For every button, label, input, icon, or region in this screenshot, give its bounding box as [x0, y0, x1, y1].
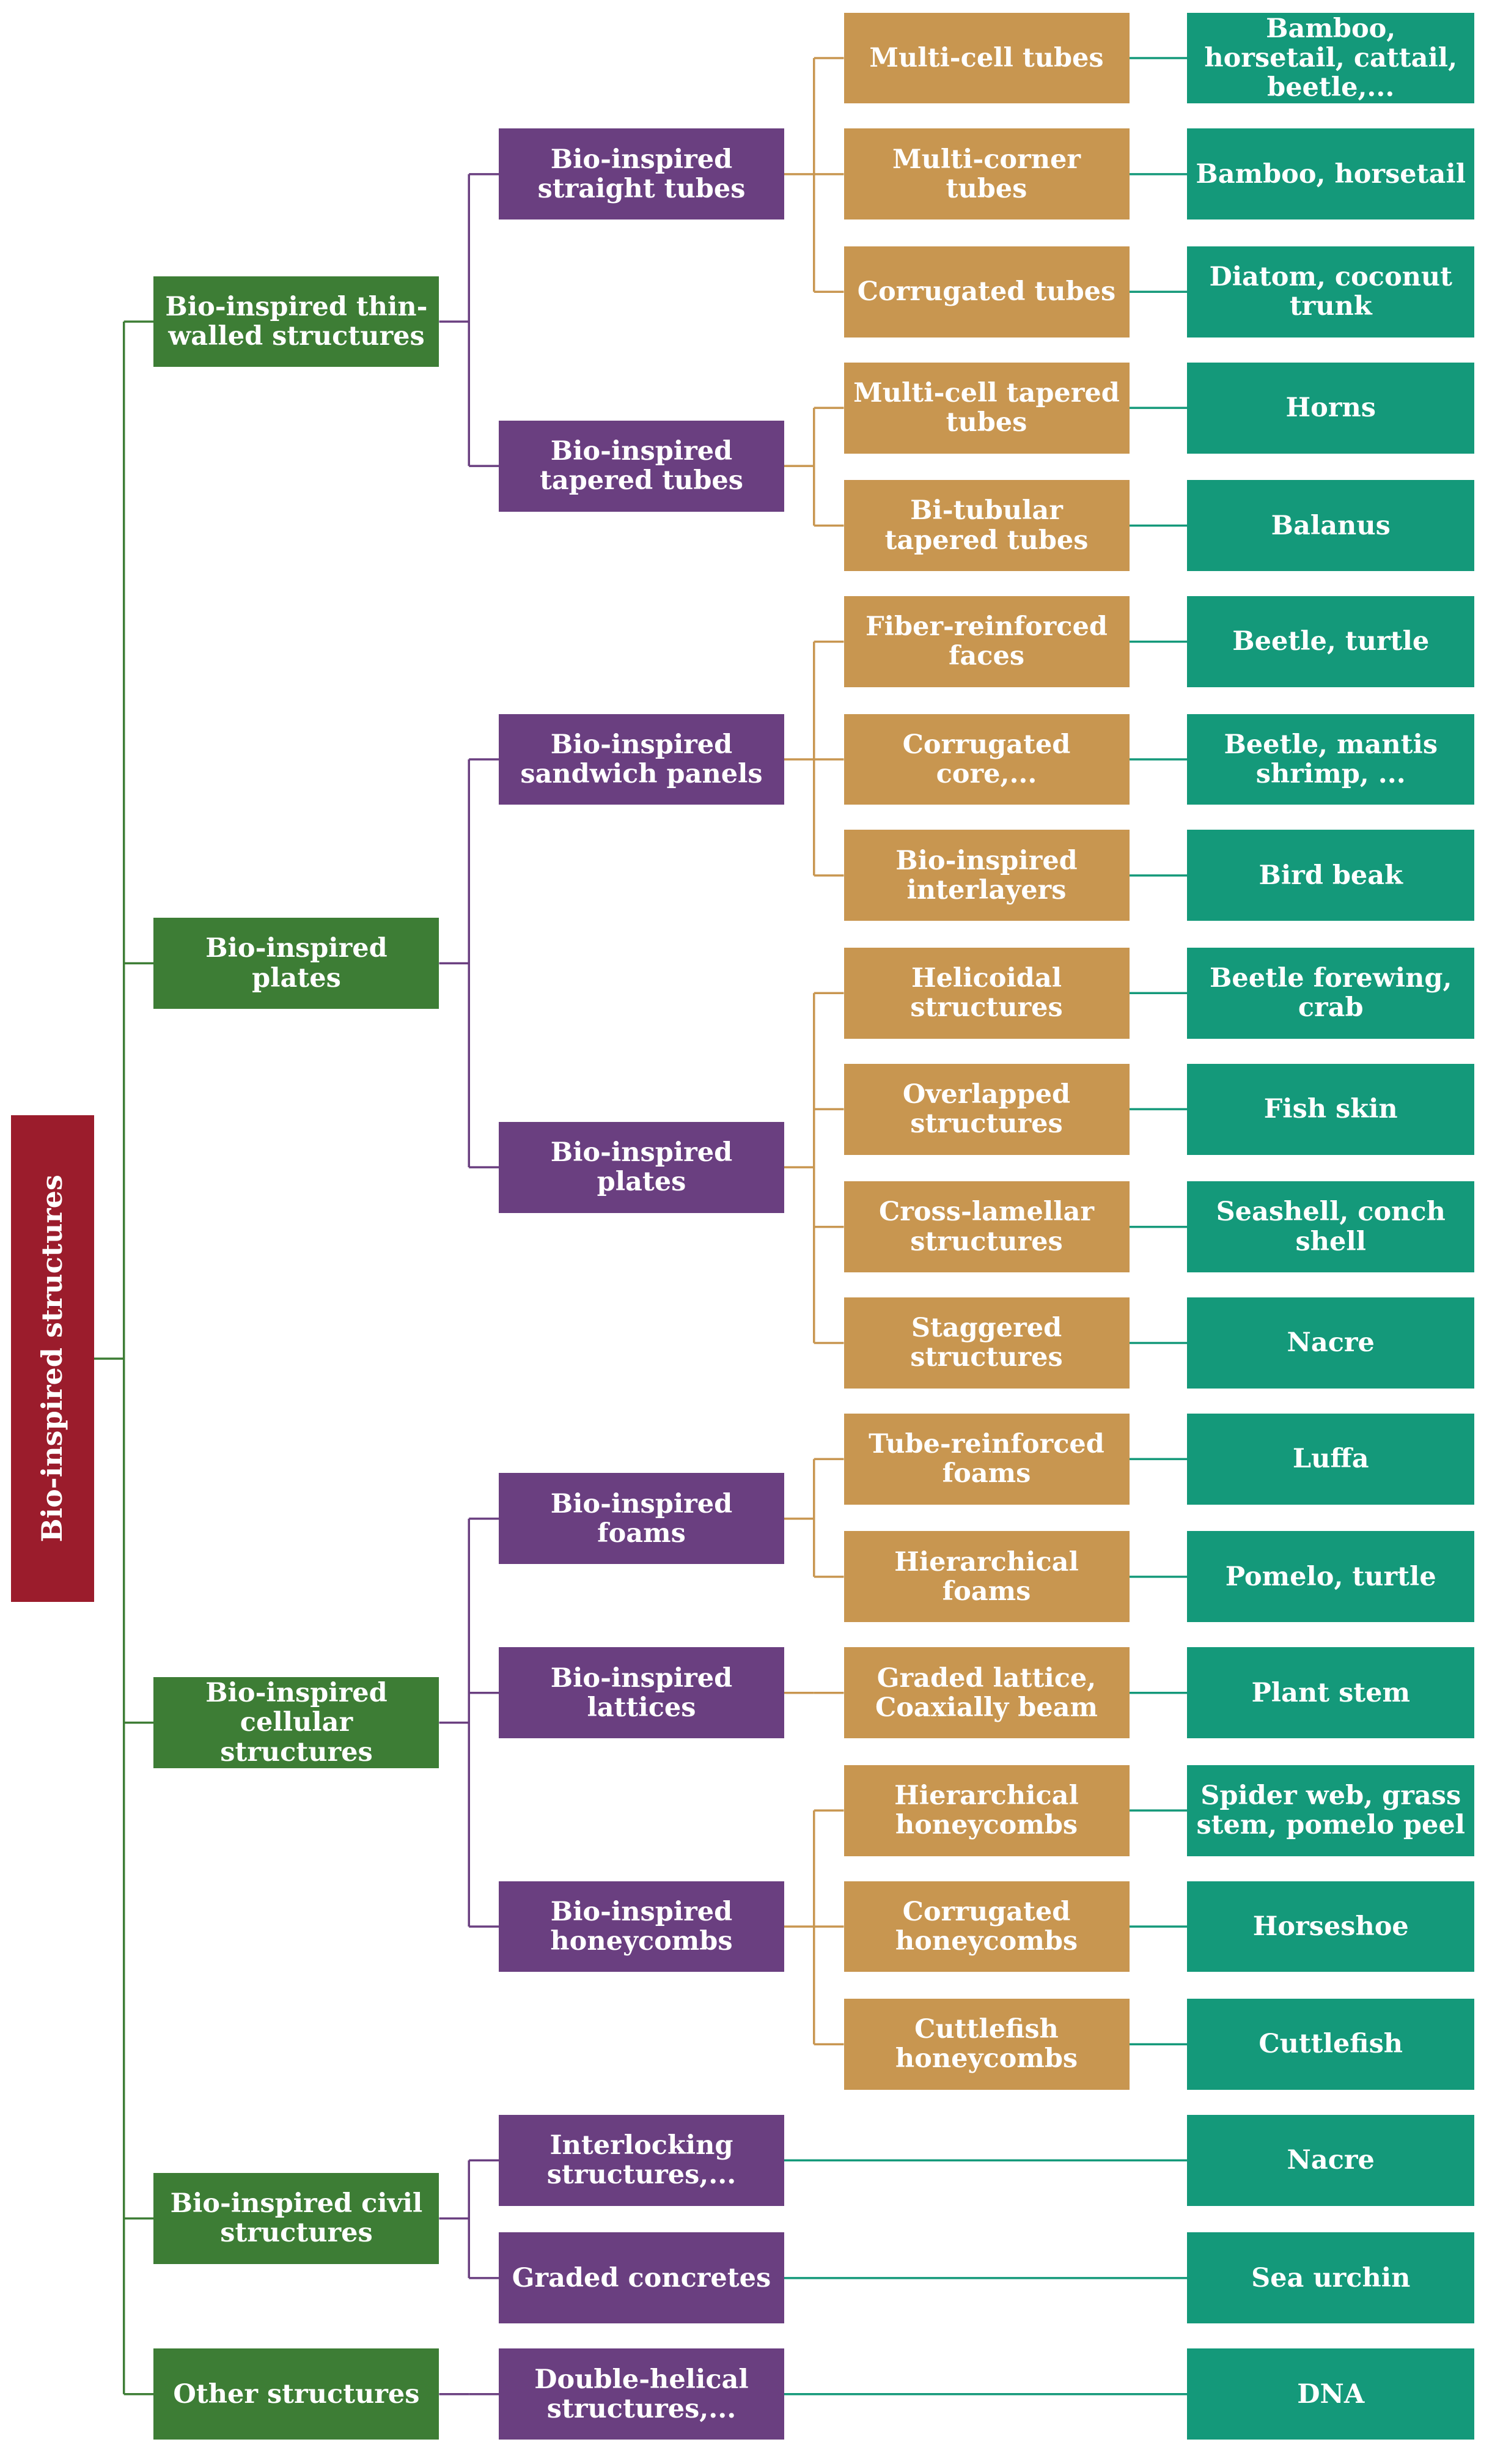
root-node: Bio-inspired structures: [10, 1115, 94, 1602]
source-horseshoe: Horseshoe: [1187, 1881, 1475, 1972]
source-spider-web-grass-pomelo: Spider web, grass stem, pomelo peel: [1187, 1765, 1475, 1856]
category-plates: Bio-inspired plates: [153, 918, 439, 1009]
source-sea-urchin: Sea urchin: [1187, 2232, 1475, 2324]
source-plant-stem: Plant stem: [1187, 1647, 1475, 1739]
type-cross-lamellar: Cross-lamellar structures: [843, 1181, 1130, 1272]
subcategory-interlocking: Interlocking structures,...: [498, 2114, 784, 2206]
type-interlayers: Bio-inspired interlayers: [843, 830, 1130, 921]
source-bamboo-horsetail-cattail: Bamboo, horsetail, cattail, beetle,...: [1187, 12, 1475, 104]
subcategory-straight-tubes: Bio-inspired straight tubes: [498, 128, 784, 220]
category-thin-walled: Bio-inspired thin-walled structures: [153, 276, 439, 367]
category-other: Other structures: [153, 2348, 439, 2440]
source-bamboo-horsetail: Bamboo, horsetail: [1187, 128, 1475, 220]
type-graded-lattice: Graded lattice, Coaxially beam: [843, 1647, 1130, 1739]
type-staggered: Staggered structures: [843, 1297, 1130, 1389]
source-pomelo-turtle: Pomelo, turtle: [1187, 1531, 1475, 1623]
source-balanus: Balanus: [1187, 480, 1475, 571]
type-corrugated-tubes: Corrugated tubes: [843, 246, 1130, 338]
type-hierarchical-foams: Hierarchical foams: [843, 1531, 1130, 1623]
source-beetle-forewing-crab: Beetle forewing, crab: [1187, 947, 1475, 1039]
type-hierarchical-honeycombs: Hierarchical honeycombs: [843, 1765, 1130, 1856]
source-fish-skin: Fish skin: [1187, 1063, 1475, 1155]
type-fiber-reinforced-faces: Fiber-reinforced faces: [843, 596, 1130, 687]
source-beetle-mantis-shrimp: Beetle, mantis shrimp, ...: [1187, 714, 1475, 805]
source-horns: Horns: [1187, 362, 1475, 454]
subcategory-lattices: Bio-inspired lattices: [498, 1647, 784, 1739]
source-bird-beak: Bird beak: [1187, 830, 1475, 921]
type-tube-reinforced-foams: Tube-reinforced foams: [843, 1413, 1130, 1505]
type-multi-corner-tubes: Multi-corner tubes: [843, 128, 1130, 220]
subcategory-tapered-tubes: Bio-inspired tapered tubes: [498, 420, 784, 512]
root-label: Bio-inspired structures: [35, 1175, 69, 1543]
type-corrugated-core: Corrugated core,...: [843, 714, 1130, 805]
source-seashell-conch: Seashell, conch shell: [1187, 1181, 1475, 1272]
category-cellular: Bio-inspired cellular structures: [153, 1677, 439, 1768]
subcategory-double-helical: Double-helical structures,...: [498, 2348, 784, 2440]
type-multi-cell-tapered-tubes: Multi-cell tapered tubes: [843, 362, 1130, 454]
source-cuttlefish: Cuttlefish: [1187, 1999, 1475, 2090]
source-diatom-coconut: Diatom, coconut trunk: [1187, 246, 1475, 338]
subcategory-graded-concretes: Graded concretes: [498, 2232, 784, 2324]
subcategory-honeycombs: Bio-inspired honeycombs: [498, 1881, 784, 1972]
type-multi-cell-tubes: Multi-cell tubes: [843, 12, 1130, 104]
type-helicoidal: Helicoidal structures: [843, 947, 1130, 1039]
type-corrugated-honeycombs: Corrugated honeycombs: [843, 1881, 1130, 1972]
source-nacre: Nacre: [1187, 1297, 1475, 1389]
source-luffa: Luffa: [1187, 1413, 1475, 1505]
subcategory-sandwich-panels: Bio-inspired sandwich panels: [498, 714, 784, 805]
category-civil: Bio-inspired civil structures: [153, 2172, 439, 2264]
source-beetle-turtle: Beetle, turtle: [1187, 596, 1475, 687]
subcategory-foams: Bio-inspired foams: [498, 1473, 784, 1565]
type-cuttlefish-honeycombs: Cuttlefish honeycombs: [843, 1999, 1130, 2090]
source-dna: DNA: [1187, 2348, 1475, 2440]
type-overlapped: Overlapped structures: [843, 1063, 1130, 1155]
type-bi-tubular-tapered-tubes: Bi-tubular tapered tubes: [843, 480, 1130, 571]
source-nacre-civil: Nacre: [1187, 2114, 1475, 2206]
subcategory-plates: Bio-inspired plates: [498, 1121, 784, 1213]
